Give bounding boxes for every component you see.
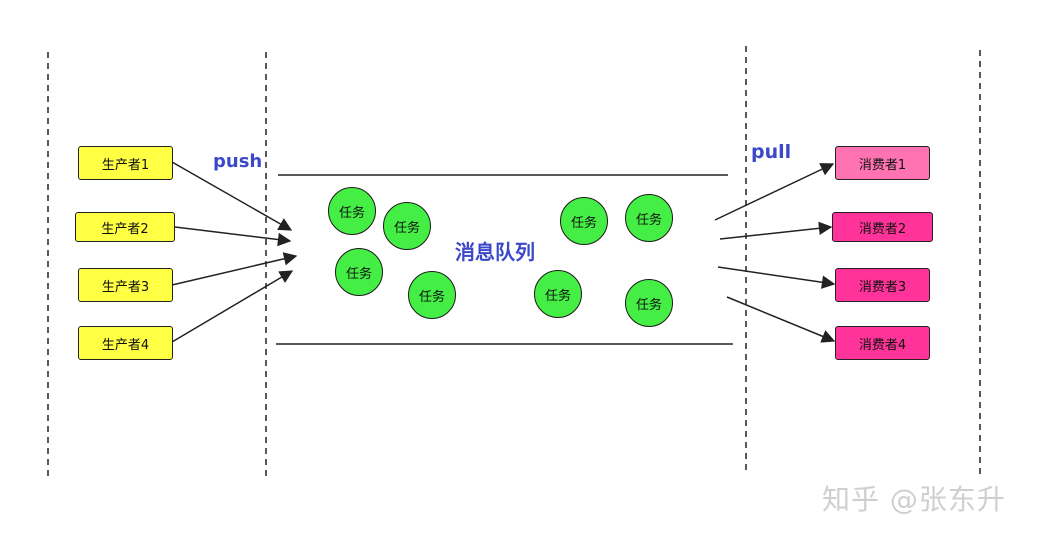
consumer-box-2: 消费者2 bbox=[832, 212, 933, 242]
consumer-box-4: 消费者4 bbox=[835, 326, 930, 360]
consumer-box-1: 消费者1 bbox=[835, 146, 930, 180]
task-circle: 任务 bbox=[625, 279, 673, 327]
task-circle: 任务 bbox=[383, 202, 431, 250]
task-circle: 任务 bbox=[328, 187, 376, 235]
push-arrow-2 bbox=[174, 226, 292, 247]
producer-box-4: 生产者4 bbox=[78, 326, 173, 360]
task-circle: 任务 bbox=[625, 194, 673, 242]
watermark-text: 知乎 @张东升 bbox=[822, 483, 1006, 516]
push-arrow-3 bbox=[171, 252, 298, 286]
pull-arrow-2 bbox=[719, 221, 833, 240]
push-arrow-4 bbox=[171, 270, 294, 343]
producer-box-3: 生产者3 bbox=[78, 268, 173, 302]
pull-arrow-1 bbox=[714, 163, 835, 221]
queue-label: 消息队列 bbox=[455, 240, 535, 264]
consumer-box-3: 消费者3 bbox=[835, 268, 930, 302]
task-circle: 任务 bbox=[560, 197, 608, 245]
task-circle: 任务 bbox=[534, 270, 582, 318]
task-circle: 任务 bbox=[335, 248, 383, 296]
push-arrow-1 bbox=[171, 161, 293, 231]
push-label: push bbox=[213, 151, 263, 172]
task-circle: 任务 bbox=[408, 271, 456, 319]
producer-box-1: 生产者1 bbox=[78, 146, 173, 180]
pull-label: pull bbox=[751, 141, 792, 163]
pull-arrow-4 bbox=[726, 296, 836, 343]
pull-arrow-3 bbox=[717, 266, 836, 289]
producer-box-2: 生产者2 bbox=[75, 212, 175, 242]
